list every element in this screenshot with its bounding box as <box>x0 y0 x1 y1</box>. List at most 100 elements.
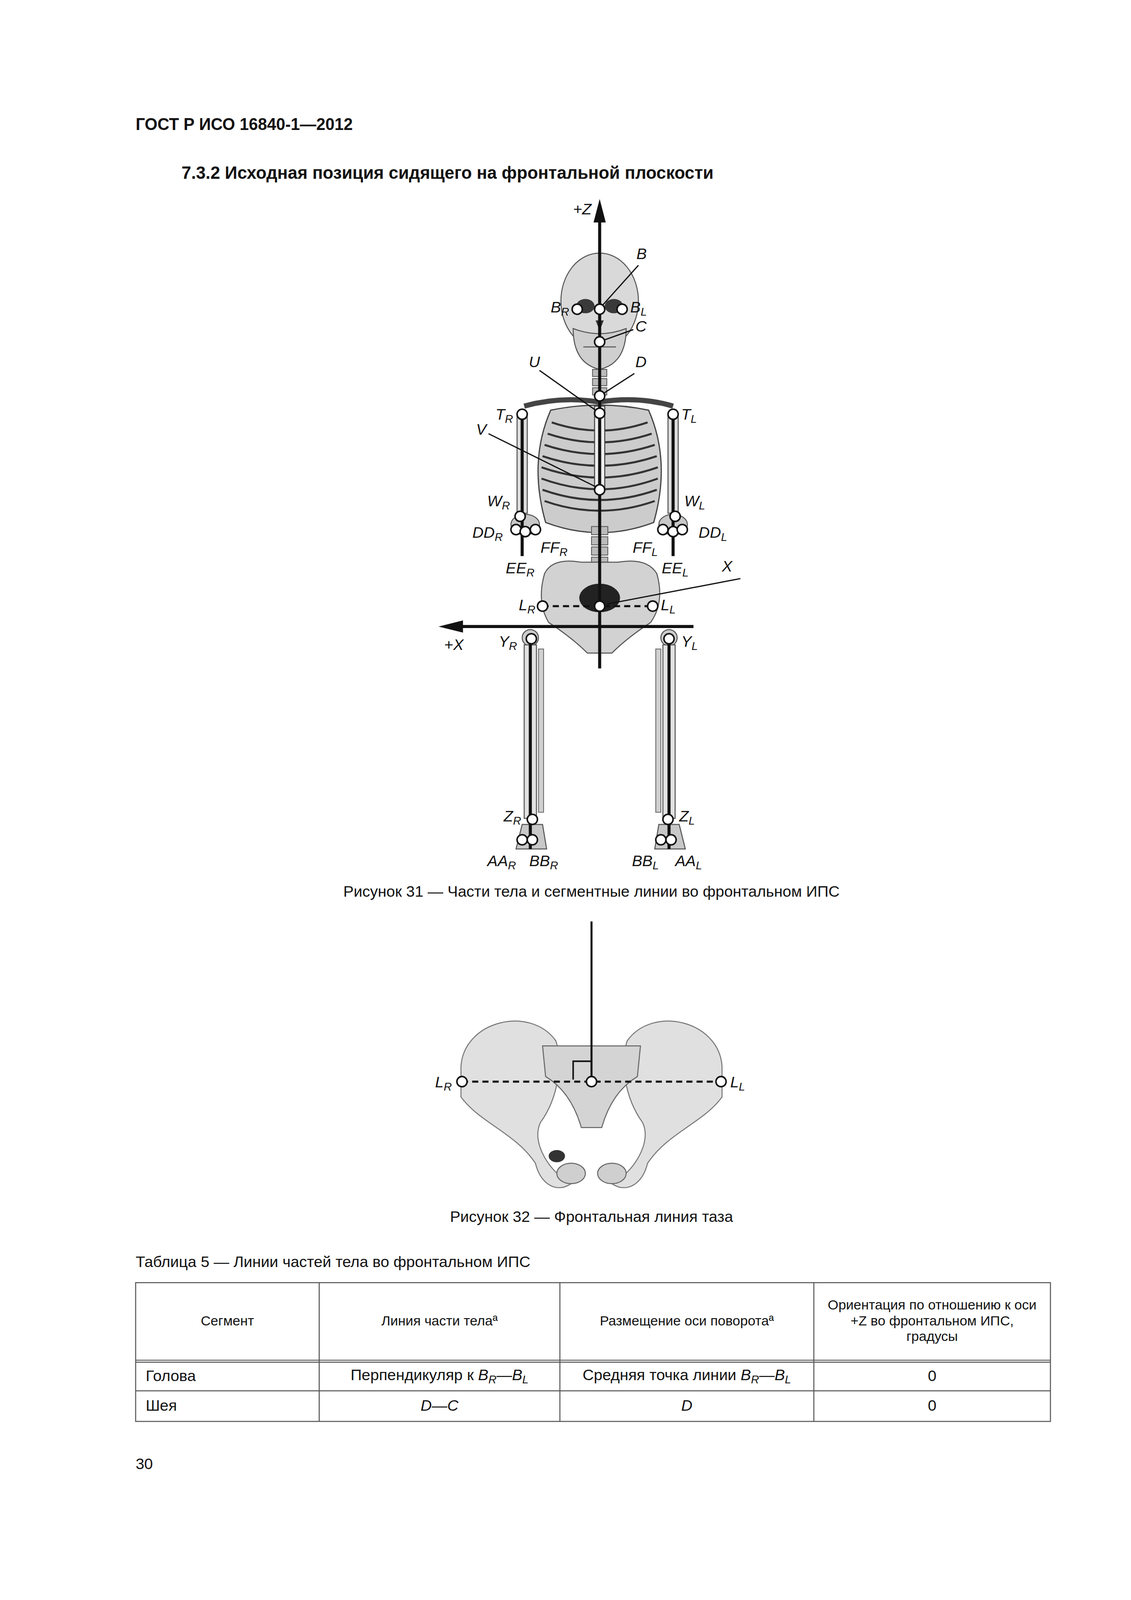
table-cell-wrap: Ориентация по отношению к оси +Z во фрон… <box>814 1281 1051 1360</box>
point-label-wrap: BBL <box>632 851 659 872</box>
table-cell: Линия части телаª <box>381 1312 498 1329</box>
point-label: EEL <box>661 558 689 580</box>
text-run: T <box>681 405 691 423</box>
section-title-wrap: 7.3.2 Исходная позиция сидящего на фронт… <box>181 162 714 184</box>
text-run: BB <box>632 851 653 870</box>
point-label-wrap: X <box>721 556 733 576</box>
point-label: BL <box>630 297 647 319</box>
text-run: L <box>699 498 706 512</box>
point-label: DDL <box>698 523 728 544</box>
leader-lines <box>488 265 741 605</box>
text-run: L <box>652 859 659 872</box>
figure-caption: Рисунок 31 — Части тела и сегментные лин… <box>343 881 840 901</box>
point-label-wrap: BL <box>630 297 647 319</box>
point-label: FFL <box>632 538 658 559</box>
table-cell-wrap: Перпендикуляр к BR—BL <box>319 1361 561 1391</box>
figure-caption: Рисунок 32 — Фронтальная линия таза <box>450 1207 734 1226</box>
table-cell: D <box>681 1396 693 1415</box>
point-label-wrap: YR <box>498 632 517 653</box>
text-run: T <box>495 405 505 423</box>
table-cell: Ориентация по отношению к оси +Z во фрон… <box>824 1297 1041 1345</box>
segment-lines <box>522 414 674 849</box>
text-run: FF <box>632 538 652 556</box>
table-cell: 0 <box>927 1366 937 1385</box>
table-cell-wrap: 0 <box>814 1361 1051 1391</box>
point-label: AAL <box>674 851 702 872</box>
table-cell-wrap: Голова <box>135 1361 320 1391</box>
pelvis-figure <box>456 921 727 1188</box>
point-label-wrap: +X <box>444 635 464 654</box>
point-label: WL <box>684 491 706 513</box>
text-run: B <box>512 1365 523 1384</box>
point-label-wrap: AAR <box>487 851 517 872</box>
point-label: B <box>636 244 647 264</box>
point-label: YR <box>498 632 517 653</box>
point-label-wrap: BR <box>550 297 569 319</box>
table-cell-wrap: Шея <box>135 1390 320 1421</box>
text-run: U <box>529 352 541 371</box>
table-cell-wrap: Сегмент <box>135 1281 320 1360</box>
table-cell: Перпендикуляр к BR—BL <box>350 1365 529 1386</box>
page-number: 30 <box>135 1454 153 1474</box>
point-label-wrap: TL <box>681 404 697 426</box>
text-run: D <box>635 352 647 371</box>
text-run: L <box>660 596 670 614</box>
point-label-wrap: YL <box>681 632 698 653</box>
text-run: +X <box>444 635 464 654</box>
table-title: Таблица 5 — Линии частей тела во фронтал… <box>135 1252 531 1272</box>
table-cell: D—C <box>420 1396 459 1415</box>
point-label-wrap: LR <box>435 1072 452 1094</box>
point-label: X <box>721 556 733 576</box>
point-label-wrap: DDL <box>698 523 728 544</box>
text-run: AA <box>487 851 509 870</box>
point-label: TL <box>681 404 697 426</box>
text-run: L <box>738 1080 746 1093</box>
point-label-wrap: ZL <box>679 806 695 828</box>
figure-caption-wrap: Рисунок 32 — Фронтальная линия таза <box>450 1207 734 1226</box>
text-run: L <box>688 814 696 827</box>
text-run: Z <box>679 807 689 825</box>
point-label: WR <box>487 491 510 513</box>
text-run: EE <box>661 559 683 577</box>
point-label: BR <box>550 297 569 319</box>
text-run: Перпендикуляр к <box>350 1365 479 1384</box>
page-number-wrap: 30 <box>135 1454 153 1474</box>
text-run: X <box>721 557 733 575</box>
point-label: LL <box>660 595 676 617</box>
text-run: W <box>684 492 700 510</box>
point-label-wrap: WR <box>487 491 510 513</box>
point-label: V <box>476 420 487 439</box>
axes <box>438 198 694 669</box>
table-grid <box>135 1282 1051 1422</box>
text-run: B <box>740 1365 752 1384</box>
text-run: DD <box>698 523 722 541</box>
text-run: L <box>721 530 728 544</box>
point-label-wrap: LL <box>660 595 676 617</box>
table-cell-wrap: Средняя точка линии BR—BL <box>560 1361 815 1391</box>
point-label: LR <box>518 595 536 617</box>
text-run: L <box>690 412 698 425</box>
table-cell: Средняя точка линии BR—BL <box>582 1365 791 1386</box>
text-run: R <box>443 1080 452 1093</box>
point-label-wrap: ZR <box>503 806 521 828</box>
point-label: U <box>529 352 541 372</box>
point-label: TR <box>495 404 513 426</box>
point-label-wrap: FFL <box>632 538 658 559</box>
text-run: +Z <box>572 200 592 218</box>
text-run: W <box>487 492 502 510</box>
table-cell: Сегмент <box>200 1312 255 1329</box>
text-run: B <box>630 298 641 316</box>
text-run: AA <box>674 851 696 870</box>
point-label-wrap: V <box>476 420 487 439</box>
text-run: Z <box>503 807 514 825</box>
table-cell-wrap: Размещение оси поворотаª <box>560 1281 815 1360</box>
text-run: R <box>526 566 535 579</box>
point-label: YL <box>681 632 698 653</box>
text-run: Y <box>498 632 509 650</box>
text-run: Средняя точка линии <box>582 1365 741 1384</box>
point-label-wrap: EER <box>505 558 535 580</box>
table-cell-wrap: D <box>560 1390 815 1421</box>
text-run: L <box>651 545 659 559</box>
text-run: EE <box>505 559 527 577</box>
section-title: 7.3.2 Исходная позиция сидящего на фронт… <box>181 162 714 184</box>
